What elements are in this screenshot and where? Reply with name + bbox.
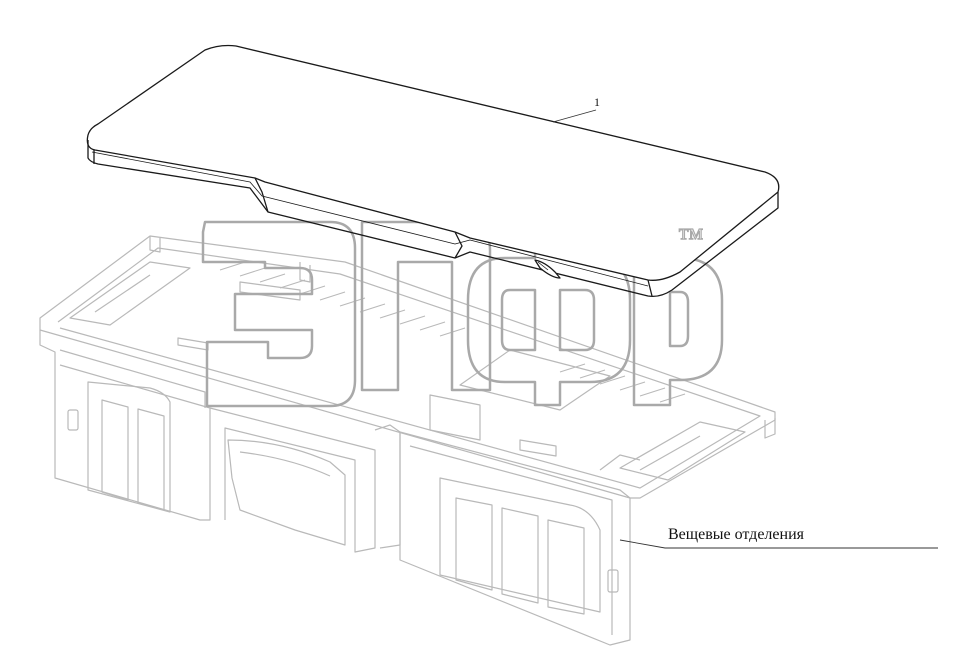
- callout-1: 1: [594, 95, 600, 109]
- leader-line-storage: [619, 539, 938, 549]
- leader-line-1: [552, 109, 597, 123]
- leader-lines: [552, 109, 938, 549]
- storage-base: [39, 235, 776, 646]
- watermark-trademark: ™: [678, 223, 703, 252]
- cushion-lid: [86, 44, 780, 298]
- callout-storage-compartments: Вещевые отделения: [668, 526, 804, 543]
